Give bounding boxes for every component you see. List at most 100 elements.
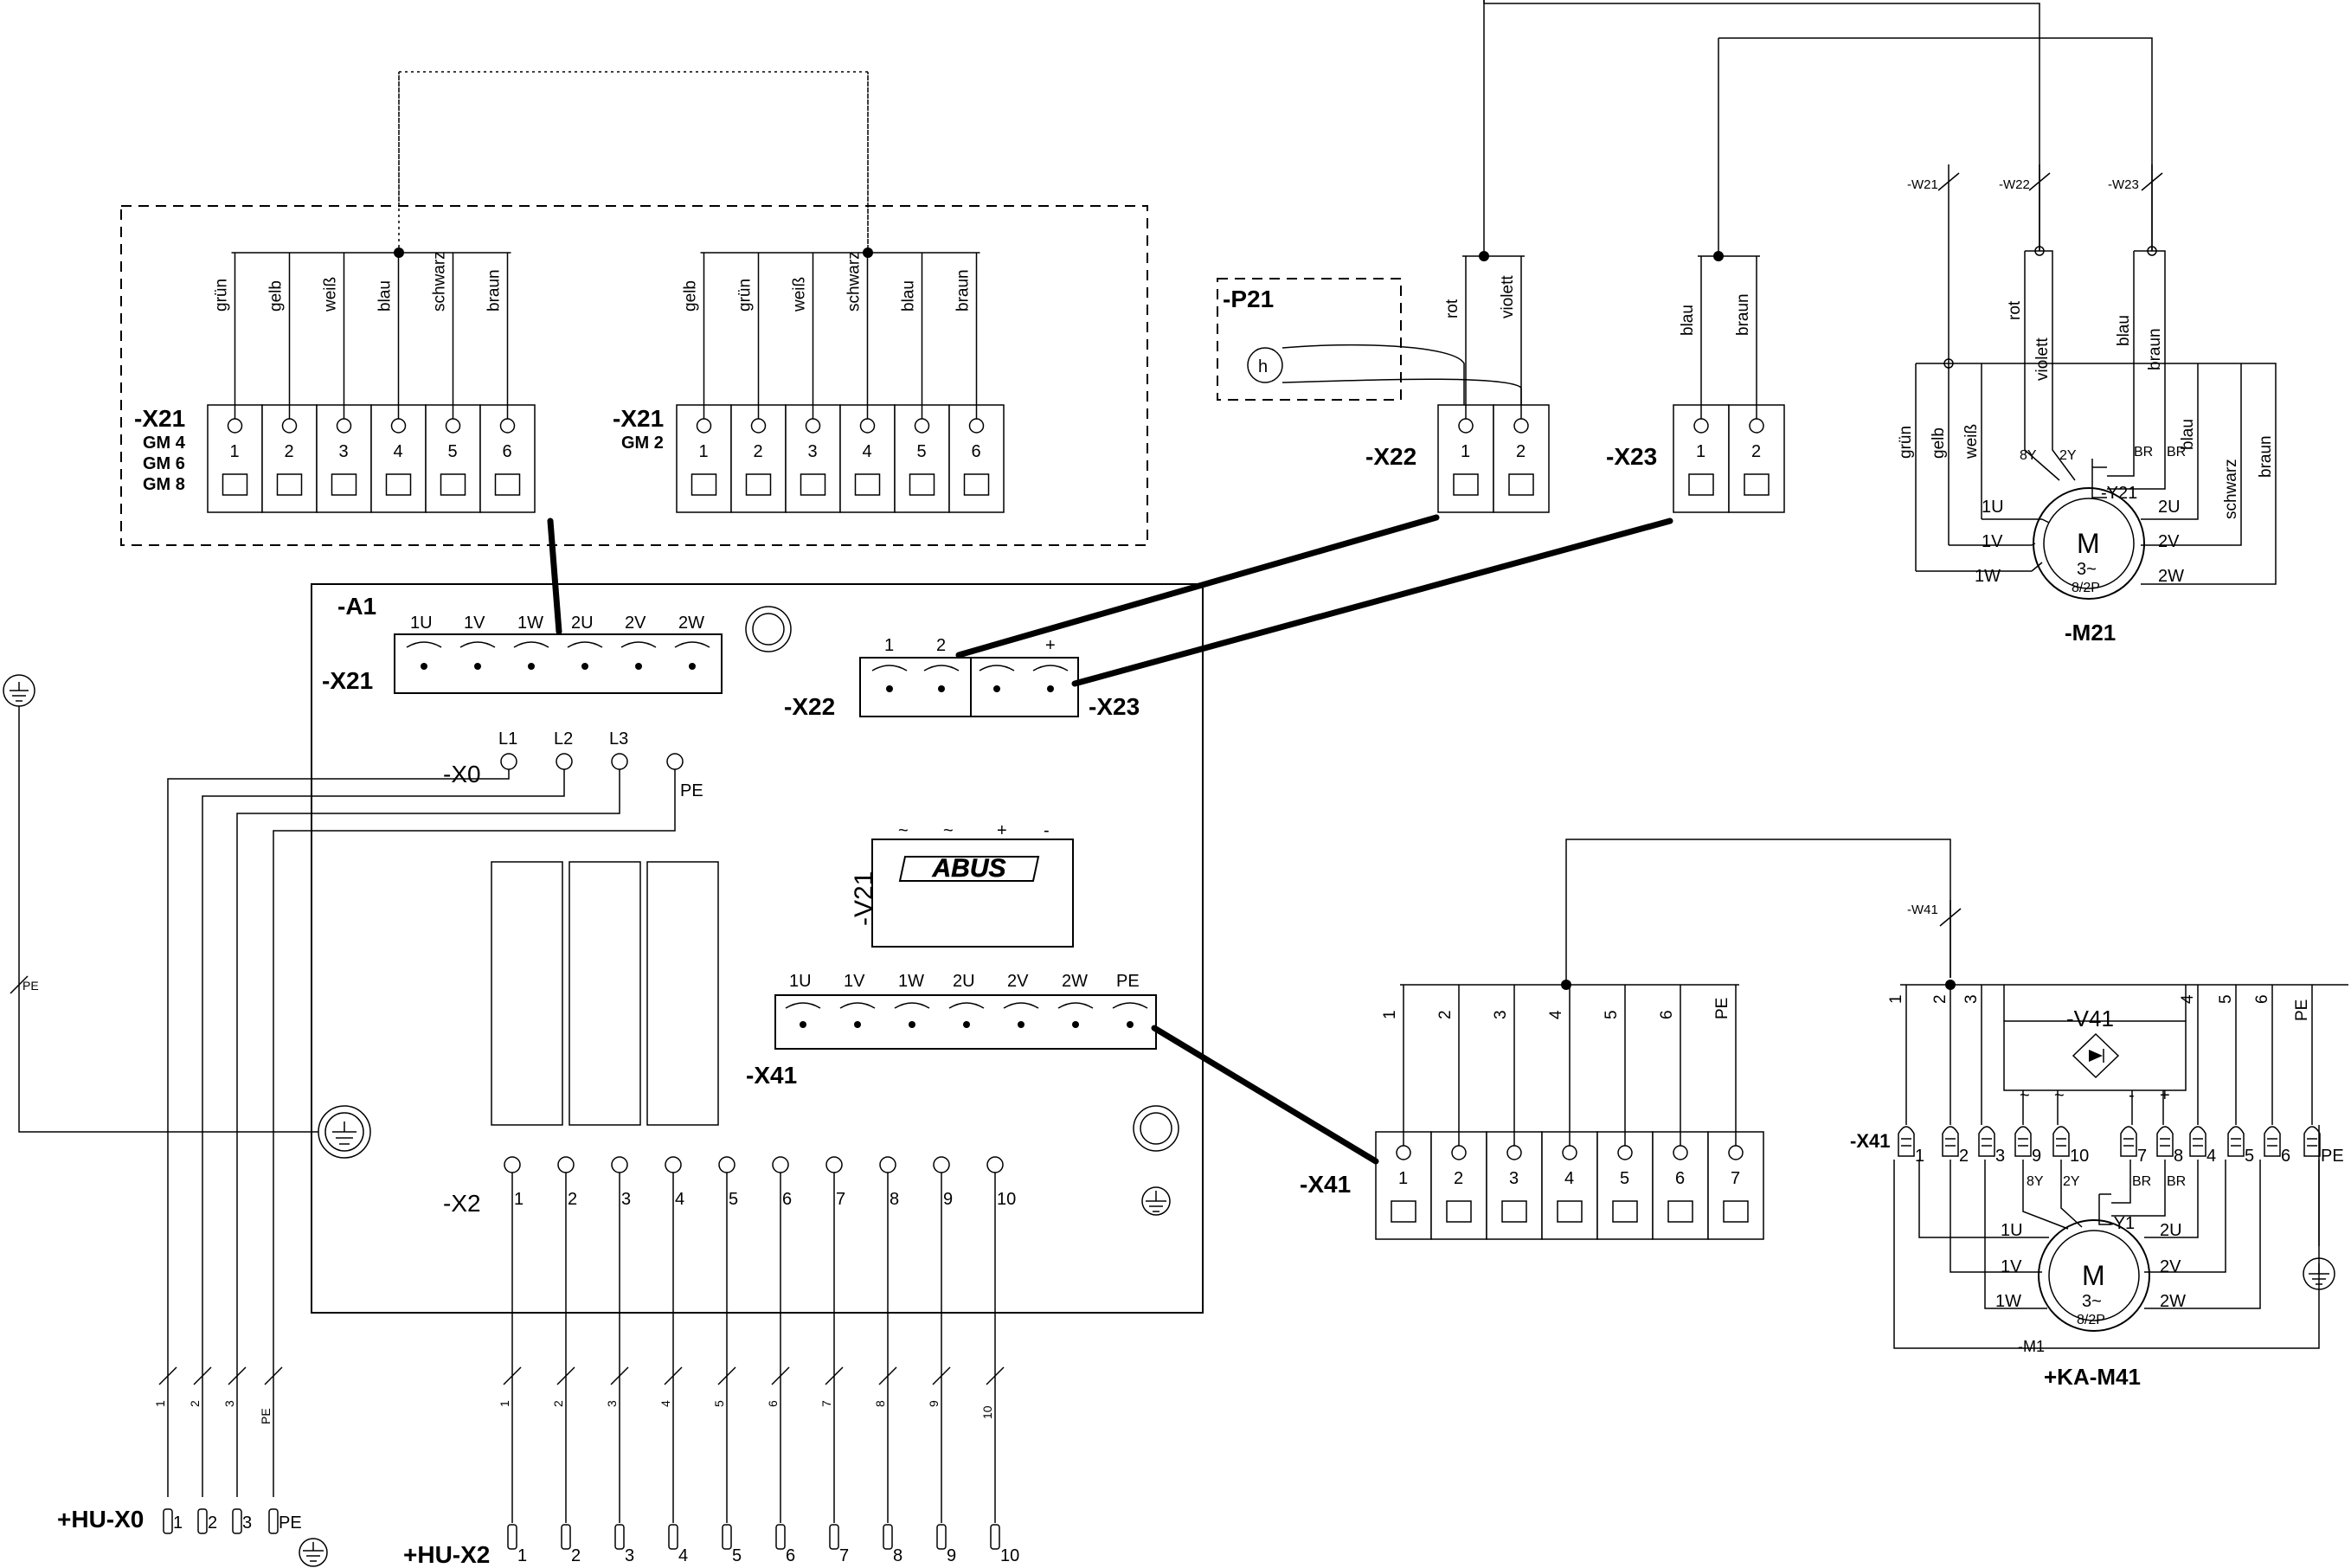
p21-tag: -P21	[1223, 286, 1274, 312]
m41-coil-8y: 8Y	[2027, 1174, 2044, 1189]
a1-x2-pin-label: 4	[675, 1190, 684, 1209]
x21-mid-wire-label: gelb	[682, 280, 700, 312]
x2-wire-tick	[986, 1366, 1005, 1385]
m21-tag: -M21	[2065, 620, 2116, 646]
m41-cable-tag: -W41	[1907, 903, 1938, 917]
m41-motor-phase: 3~	[2082, 1292, 2102, 1311]
m21-wire-label: blau	[2179, 419, 2197, 450]
a1-x22-x23-socket	[871, 665, 908, 672]
m21-wire-label: rot	[2006, 300, 2024, 320]
hu-x2-terminal	[668, 1524, 678, 1550]
a1-x2-terminal	[611, 1156, 628, 1173]
x21-mid-pin-label: 1	[699, 442, 709, 461]
x21-mid-terminal-clamp	[963, 473, 990, 496]
p21-symbol: h	[1258, 357, 1268, 376]
x21-left-terminal-clamp	[331, 473, 357, 496]
a1-x21-contact	[528, 663, 535, 670]
x41-mid-terminal-clamp	[1391, 1200, 1416, 1223]
board-ground-icon	[332, 1121, 357, 1145]
hu-x2-pin-label: 9	[947, 1546, 956, 1565]
x21-left-terminal-clamp	[276, 473, 303, 496]
x41-mid-terminal-clamp	[1446, 1200, 1472, 1223]
m21-term-1w: 1W	[1975, 567, 2001, 586]
x41-mid-pin-label: 5	[1620, 1169, 1629, 1188]
x21-left-pin-label: 5	[448, 442, 458, 461]
hu-x2-pin-label: 10	[1000, 1546, 1019, 1565]
x41-mid-pin-label: 6	[1675, 1169, 1685, 1188]
a1-x0-pin-label: L1	[498, 729, 517, 749]
hu-x2-terminal	[829, 1524, 839, 1550]
a1-x22-x23-pin-label: 2	[936, 636, 946, 655]
a1-x41-contact	[800, 1021, 806, 1028]
m41-brake-2: BR	[2167, 1174, 2186, 1189]
top-feed-wires	[398, 0, 2153, 254]
x2-wire-mark: 6	[766, 1400, 780, 1407]
a1-x41-socket	[839, 1002, 876, 1009]
a1-x41-pin-label: 1U	[789, 972, 812, 991]
m21-wire-label: weiß	[1962, 424, 1981, 459]
m41-strip-pin-label: 5	[2245, 1147, 2254, 1166]
m21-term-1v: 1V	[1982, 532, 2003, 551]
m41-strip-terminal	[1978, 1126, 1995, 1157]
abus-logo: ABUS	[898, 854, 1040, 883]
a1-x21-socket	[567, 641, 603, 648]
m41-strip-terminal	[2014, 1126, 2032, 1157]
m41-strip-pin-label: 4	[2206, 1147, 2216, 1166]
m41-term-2v: 2V	[2160, 1257, 2181, 1276]
x2-wire-tick	[878, 1366, 897, 1385]
x41-mid-wire-label: 3	[1492, 1010, 1510, 1019]
a1-x21-pin-label: 2U	[571, 614, 594, 633]
x22-top-tag: -X22	[1365, 443, 1416, 470]
a1-x41-socket	[1057, 1002, 1094, 1009]
x21-left-pin-label: 3	[339, 442, 349, 461]
m21-cable-w23: -W23	[2108, 177, 2139, 192]
a1-x21-socket	[513, 641, 549, 648]
x21-left-wire-label: grün	[213, 279, 231, 312]
hu-x2-terminal	[722, 1524, 732, 1550]
m41-term-1u: 1U	[2001, 1221, 2023, 1240]
x21-gm2-group: -X21 GM 2 1gelb2grün3weiß4schwarz5blau6b…	[613, 247, 1005, 513]
x41-mid-pin-label: 3	[1509, 1169, 1519, 1188]
m41-strip-terminal	[1942, 1126, 1959, 1157]
x22-top-terminal-clamp	[1453, 473, 1479, 496]
m41-strip-terminal	[2189, 1126, 2206, 1157]
x23-top-wire-label: blau	[1679, 305, 1697, 336]
a1-x0-terminal	[611, 753, 628, 770]
x22-top-terminal-clamp	[1508, 473, 1534, 496]
a1-x2-pin-label: 2	[568, 1190, 577, 1209]
rectifier-icon	[2072, 1032, 2120, 1079]
hu-x0-pin-label: 2	[208, 1513, 217, 1533]
x41-mid-wire-label: 2	[1436, 1010, 1455, 1019]
x2-wire-tick	[932, 1366, 951, 1385]
x21-left-terminal-clamp	[494, 473, 521, 496]
x41-mid-terminal-clamp	[1667, 1200, 1693, 1223]
x0-feed-wire	[167, 769, 510, 1497]
x23-top-terminal-clamp	[1744, 473, 1770, 496]
a1-x21-pin-label: 1W	[517, 614, 543, 633]
x21-left-sub-2: GM 6	[143, 454, 185, 473]
x2-wire-tick	[610, 1366, 629, 1385]
a1-x22-x23-contact	[938, 685, 945, 692]
a1-x2-pin-label: 9	[943, 1190, 953, 1209]
a1-x0-tag: -X0	[443, 761, 481, 787]
x23-top-wire-label: braun	[1734, 293, 1752, 336]
hu-x0-terminal	[268, 1508, 279, 1534]
a1-x22-x23-contact	[993, 685, 1000, 692]
a1-x2-pin-label: 8	[890, 1190, 899, 1209]
a1-x2-terminal	[825, 1156, 843, 1173]
m41-rect-pin-label: +	[2160, 1086, 2170, 1105]
hu-x2-tag: +HU-X2	[403, 1541, 490, 1568]
x0-wire-mark: 2	[188, 1400, 202, 1407]
a1-x41-pin-label: 2V	[1007, 972, 1029, 991]
m41-strip-pin-label: 7	[2137, 1147, 2147, 1166]
x22-top-wire-label: violett	[1499, 275, 1517, 318]
a1-x41-contact	[1072, 1021, 1079, 1028]
x2-wire-tick	[664, 1366, 683, 1385]
hu-x2-terminal	[883, 1524, 893, 1550]
x2-wire-tick	[717, 1366, 736, 1385]
